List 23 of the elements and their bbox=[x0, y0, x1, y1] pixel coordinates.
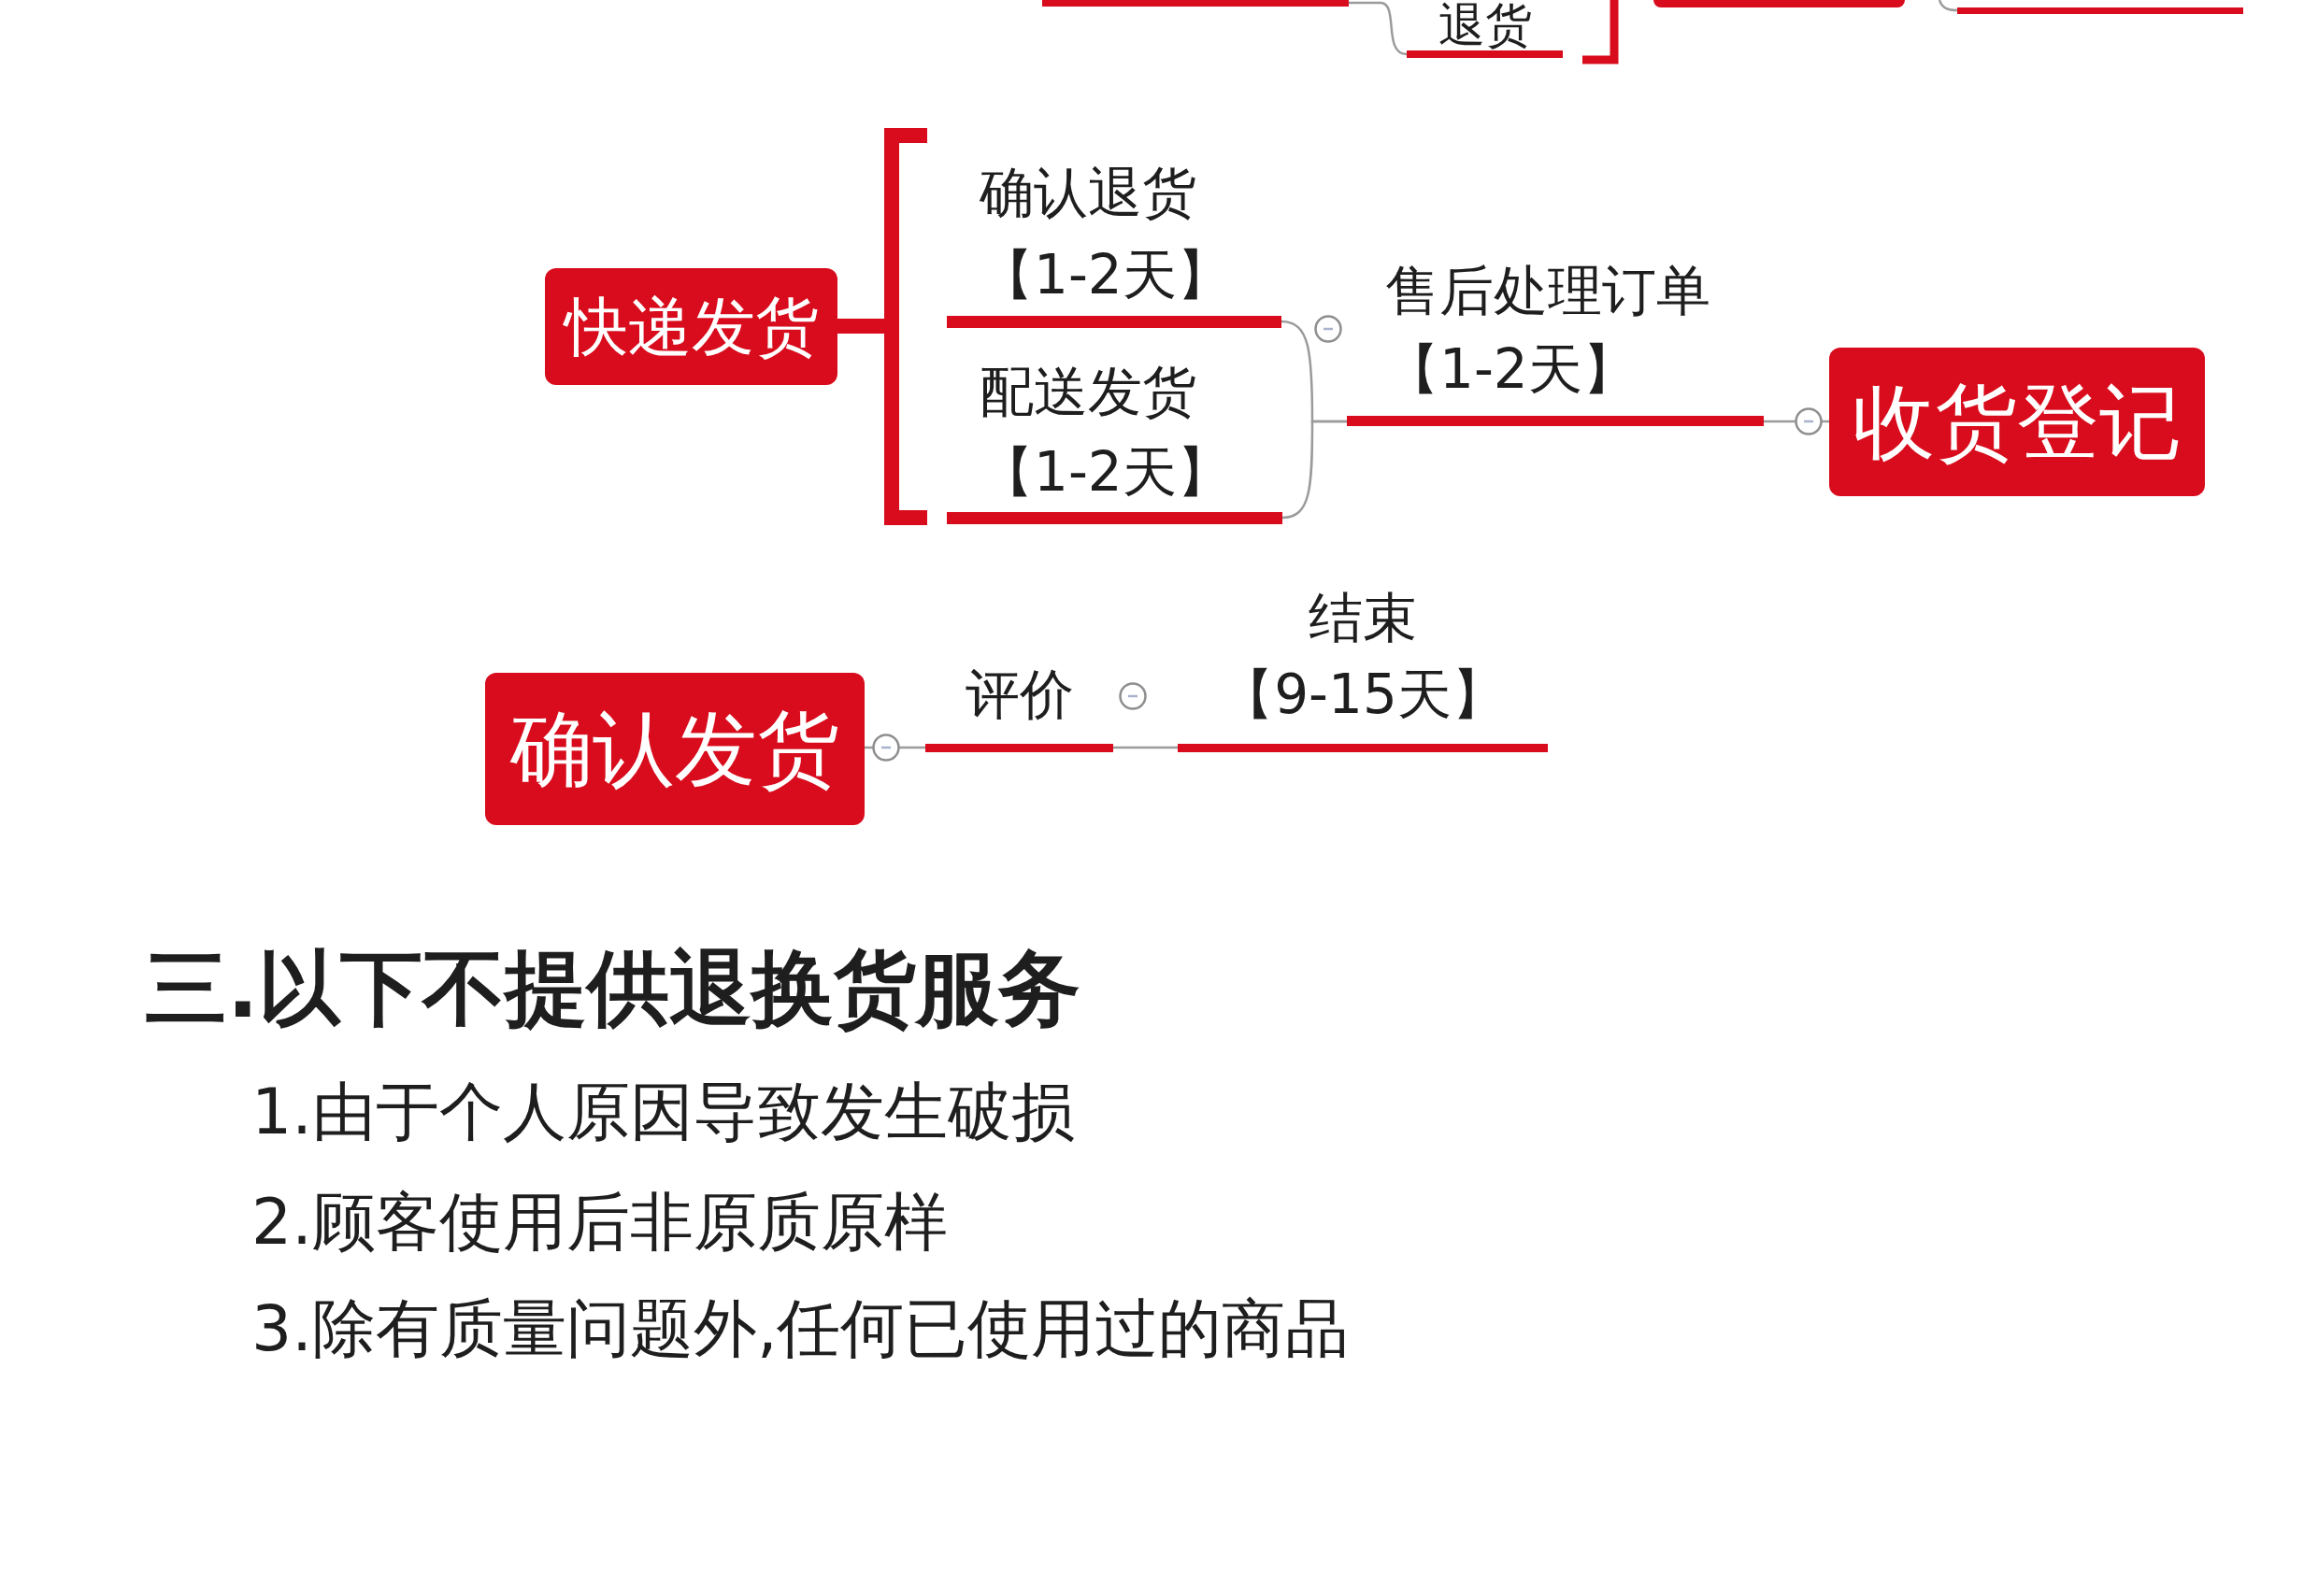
topic-label: 评价 bbox=[965, 662, 1074, 728]
topic-label: 退货 bbox=[1438, 0, 1532, 50]
connector-line bbox=[1349, 1, 1408, 56]
topic-box bbox=[485, 673, 865, 825]
topic-box bbox=[1653, 0, 1905, 7]
topic-label: 确认退货【1-2天】 bbox=[980, 160, 1231, 308]
list-item: 3.除有质量问题外,任何已使用过的商品 bbox=[251, 1290, 1350, 1367]
topic-label: 配送发货【1-2天】 bbox=[980, 359, 1231, 506]
topic-box bbox=[545, 268, 837, 385]
section-heading: 三.以下不提供退换货服务 bbox=[145, 940, 1081, 1037]
connector-line bbox=[1938, 0, 1958, 12]
list-item: 1.由于个人原因导致发生破损 bbox=[251, 1074, 1075, 1150]
topic-label: 售后处理订单【1-2天】 bbox=[1385, 258, 1710, 403]
topic-box bbox=[1829, 348, 2205, 496]
topic-label: 快递发货 bbox=[564, 288, 819, 365]
connector-line bbox=[1281, 420, 1347, 520]
topic-label: 结束【9-15天】 bbox=[1220, 585, 1506, 728]
topic-label: 收货登记 bbox=[1853, 372, 2182, 472]
topic-underline bbox=[1957, 7, 2243, 14]
topic-label: 确认发货 bbox=[510, 699, 839, 799]
topic-underline bbox=[1042, 0, 1349, 7]
list-item: 2.顾客使用后非原质原样 bbox=[251, 1184, 948, 1261]
connector-line bbox=[1113, 746, 1178, 749]
